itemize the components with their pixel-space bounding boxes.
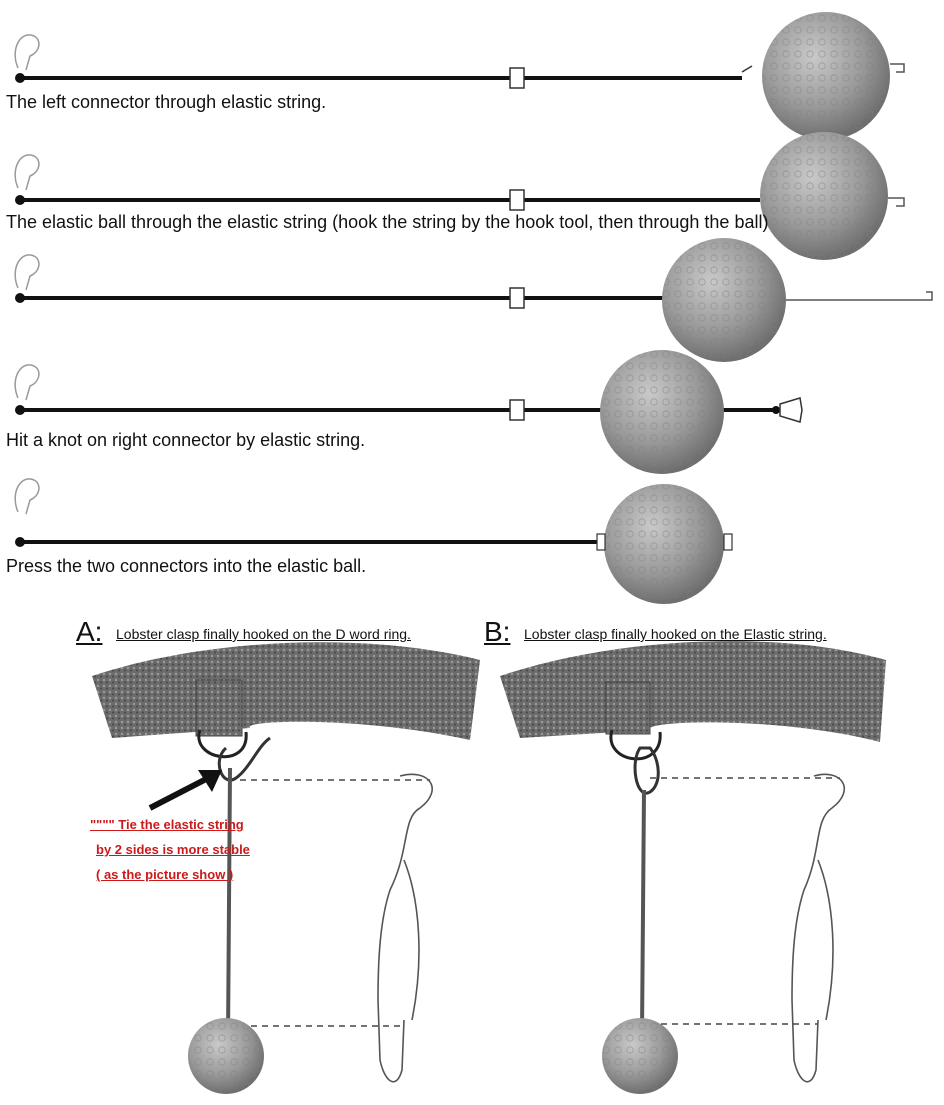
- d-ring-strap: [195, 679, 243, 737]
- lobster-clasp-icon: [217, 736, 271, 782]
- arm-silhouette: [377, 773, 433, 1083]
- step-4-illustration: [14, 350, 803, 474]
- arrow-icon: [148, 773, 214, 811]
- panel-a-title: Lobster clasp finally hooked on the D wo…: [116, 626, 411, 642]
- belt: [500, 641, 886, 742]
- hook-tool-icon: [14, 478, 40, 515]
- arm-silhouette: [791, 773, 845, 1083]
- hanging-string: [226, 767, 232, 1041]
- knot: [772, 406, 780, 414]
- connector-icon: [509, 287, 525, 309]
- connector-icon: [509, 67, 525, 89]
- panel-b-letter: B:: [484, 616, 511, 647]
- tie-note-line-2: by 2 sides is more stable: [96, 842, 250, 857]
- tie-note-line-3: ( as the picture show ): [96, 867, 234, 882]
- d-ring-icon: [609, 729, 662, 761]
- d-ring-strap: [605, 681, 651, 735]
- step-2-text: The elastic ball through the elastic str…: [6, 212, 769, 232]
- lobster-clasp-icon: [633, 746, 660, 795]
- panel-b-illustration: [500, 641, 886, 1094]
- connector-icon: [596, 533, 606, 551]
- hook-tool-icon: [14, 34, 40, 71]
- hook-tool-icon: [14, 254, 40, 291]
- step-3-illustration: [14, 238, 933, 362]
- step-1-text: The left connector through elastic strin…: [6, 92, 327, 112]
- step-4-text: Hit a knot on right connector by elastic…: [6, 430, 366, 450]
- connector-icon: [509, 399, 525, 421]
- panel-a-illustration: [92, 642, 480, 1094]
- tie-note: """" Tie the elastic string by 2 sides i…: [90, 812, 250, 887]
- hook-tool-icon: [14, 364, 40, 401]
- tie-note-line-1: """" Tie the elastic string: [90, 817, 244, 832]
- hook-tool-icon: [14, 154, 40, 191]
- step-5-illustration: [14, 478, 733, 604]
- right-connector-icon: [779, 397, 803, 423]
- panel-b-title: Lobster clasp finally hooked on the Elas…: [524, 626, 827, 642]
- step-1-illustration: [14, 12, 905, 140]
- panel-a-letter: A:: [76, 616, 103, 647]
- connector-icon: [723, 533, 733, 551]
- step-2-illustration: [14, 132, 905, 260]
- belt: [92, 642, 480, 740]
- connector-icon: [509, 189, 525, 211]
- hanging-string: [640, 789, 646, 1035]
- step-5-text: Press the two connectors into the elasti…: [6, 556, 367, 576]
